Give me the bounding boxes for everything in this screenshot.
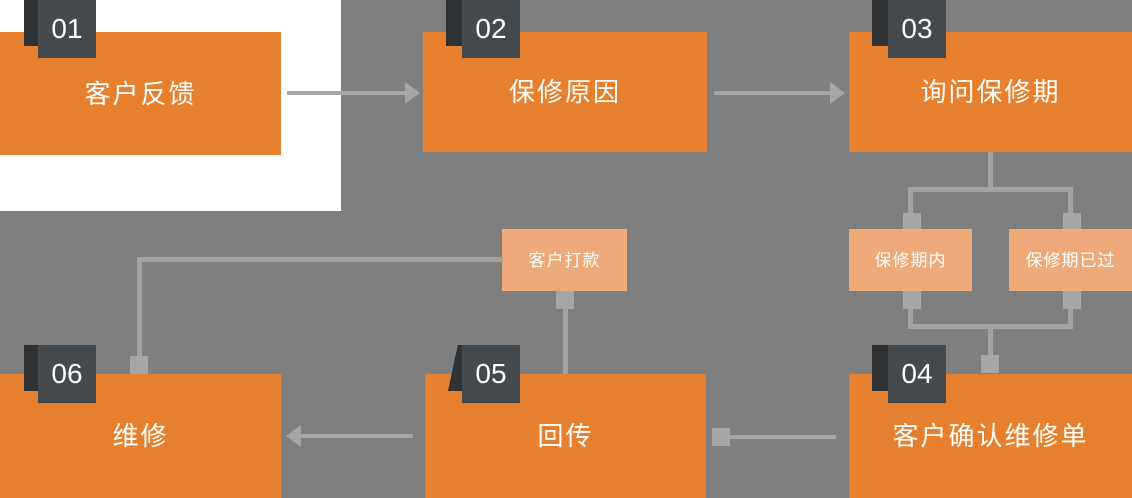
branch-label-out-of-warranty: 保修期已过: [1025, 250, 1116, 270]
step-badge-03: 03: [888, 0, 946, 58]
connector-payment-to-05: [563, 291, 568, 374]
step-badge-01: 01: [38, 0, 96, 58]
connector-end-to-04: [981, 355, 999, 373]
step-label-04: 客户确认维修单: [892, 421, 1089, 451]
step-label-01: 客户反馈: [84, 78, 197, 109]
connector-start-merge-left: [903, 291, 921, 309]
branch-box-out-of-warranty[interactable]: 保修期已过: [1009, 229, 1132, 291]
connector-end-payment-to-06: [130, 356, 148, 374]
step-badge-06: 06: [38, 345, 96, 403]
step-label-02: 保修原因: [508, 77, 621, 107]
connector-end-branch-left: [903, 213, 921, 231]
step-number-02: 02: [475, 13, 507, 44]
connector-branch-bar: [908, 187, 1073, 192]
branch-label-in-warranty: 保修期内: [874, 250, 947, 270]
connector-end-04-to-05: [712, 428, 730, 446]
step-label-06: 维修: [112, 421, 169, 451]
connector-start-merge-right: [1063, 291, 1081, 309]
connector-merge-stem-down: [988, 324, 993, 364]
step-number-03: 03: [901, 13, 933, 44]
connector-01-to-02: [287, 91, 407, 95]
step-number-06: 06: [51, 358, 83, 389]
arrowhead-05-to-06: [286, 425, 301, 447]
step-number-04: 04: [901, 358, 933, 389]
connector-start-payment-to-05: [556, 291, 574, 309]
connector-payment-to-06-vertical: [137, 257, 142, 367]
step-number-01: 01: [51, 13, 83, 44]
connector-04-to-05: [724, 435, 836, 439]
step-badge-02: 02: [462, 0, 520, 58]
connector-branch-left-down: [908, 187, 913, 221]
step-label-03: 询问保修期: [920, 77, 1061, 107]
connector-end-branch-right: [1063, 213, 1081, 231]
connector-branch-right-down: [1068, 187, 1073, 221]
step-number-05: 05: [475, 358, 507, 389]
note-box-customer-payment[interactable]: 客户打款: [502, 229, 627, 291]
arrowhead-01-to-02: [405, 82, 420, 104]
branch-box-in-warranty[interactable]: 保修期内: [849, 229, 972, 291]
connector-03-stem-down: [988, 152, 993, 189]
arrowhead-02-to-03: [830, 82, 845, 104]
step-label-05: 回传: [537, 421, 594, 451]
connector-payment-to-06-horizontal: [137, 257, 503, 262]
step-badge-05: 05: [462, 345, 520, 403]
step-badge-04: 04: [888, 345, 946, 403]
connector-05-to-06: [298, 434, 413, 438]
connector-02-to-03: [714, 91, 832, 95]
note-label-customer-payment: 客户打款: [528, 250, 601, 270]
